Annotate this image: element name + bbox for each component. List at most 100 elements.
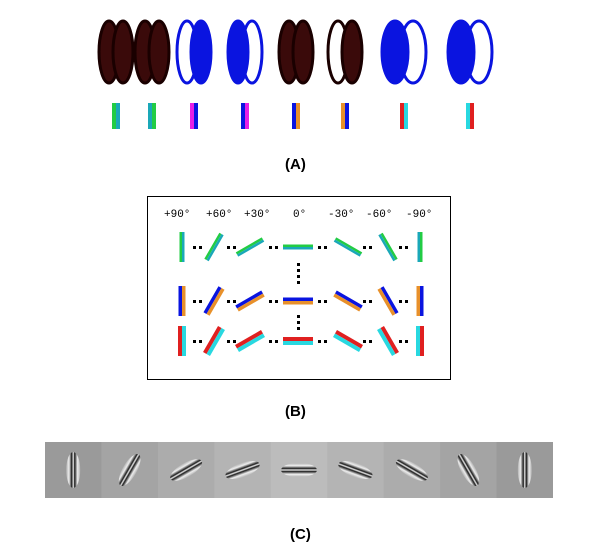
bar-half <box>203 286 222 314</box>
bar-half <box>182 232 185 262</box>
oriented-bar-r3-c5 <box>333 330 363 352</box>
dot <box>269 300 272 303</box>
bar-2-a <box>148 103 152 129</box>
bar-half <box>178 286 182 316</box>
panel-a-ellipse-pairs <box>97 19 494 129</box>
dot <box>227 340 230 343</box>
dot <box>405 340 408 343</box>
bar-5-a <box>292 103 296 129</box>
oriented-bar-r1-c3 <box>235 237 265 257</box>
gabor-patch-6 <box>338 460 373 480</box>
oriented-bar-r2-c4 <box>283 297 313 305</box>
ellipse-3-right <box>189 19 213 85</box>
bar-half <box>377 328 396 356</box>
gabor-ellipse <box>118 454 141 486</box>
oriented-bar-r2-c1 <box>178 286 186 316</box>
bar-half <box>416 286 420 316</box>
angle-label: 0° <box>293 209 307 221</box>
oriented-bar-r1-c2 <box>204 232 224 262</box>
bar-half <box>178 326 182 356</box>
bar-6-a <box>341 103 345 129</box>
dot <box>369 340 372 343</box>
gabor-ellipse <box>457 454 480 486</box>
bar-4-b <box>245 103 249 129</box>
dot <box>269 246 272 249</box>
bar-8-a <box>466 103 470 129</box>
ellipse-6-right <box>340 19 364 85</box>
bar-half <box>182 326 186 356</box>
angle-label: +90° <box>164 209 191 221</box>
dot <box>199 300 202 303</box>
bar-half <box>420 232 423 262</box>
bar-5-b <box>296 103 300 129</box>
gabor-patch-4 <box>225 460 260 480</box>
bar-half <box>420 286 424 316</box>
gabor-ellipse <box>281 463 317 477</box>
oriented-bar-r1-c6 <box>378 232 398 262</box>
bar-half <box>335 330 363 349</box>
gabor-ellipse <box>338 460 373 480</box>
bar-half <box>235 237 263 255</box>
dot <box>318 340 321 343</box>
dot <box>193 300 196 303</box>
gabor-patch-2 <box>118 454 141 486</box>
oriented-bar-r3-c1 <box>178 326 186 356</box>
vertical-dot <box>297 275 300 278</box>
oriented-bar-r2-c5 <box>333 290 363 312</box>
oriented-bar-r1-c5 <box>333 237 363 257</box>
bar-7-a <box>400 103 404 129</box>
bar-half <box>179 232 182 262</box>
ellipse-8-right <box>464 19 494 85</box>
vertical-dot <box>297 263 300 266</box>
oriented-bar-r2-c2 <box>203 286 225 316</box>
bar-half <box>283 337 313 341</box>
gabor-ellipse <box>395 459 428 481</box>
dot <box>275 300 278 303</box>
gabor-patch-5 <box>281 463 317 477</box>
vertical-dot <box>297 327 300 330</box>
bar-half <box>203 326 222 354</box>
dot <box>227 300 230 303</box>
bar-half <box>283 247 313 250</box>
dot <box>405 246 408 249</box>
panel-b-orientation-grid <box>178 232 424 356</box>
panel-c-gabor-strip <box>45 442 553 498</box>
bar-half <box>283 341 313 345</box>
bar-2-b <box>152 103 156 129</box>
dot <box>324 246 327 249</box>
gabor-ellipse <box>66 452 81 488</box>
dot <box>324 340 327 343</box>
bar-half <box>420 326 424 356</box>
panel-b-label: (B) <box>285 403 306 420</box>
bar-3-a <box>190 103 194 129</box>
oriented-bar-r3-c6 <box>377 326 399 356</box>
bar-half <box>417 232 420 262</box>
dot <box>193 340 196 343</box>
dot <box>233 300 236 303</box>
bar-half <box>380 232 398 260</box>
panel-a-label: (A) <box>285 156 306 173</box>
bar-7-b <box>404 103 408 129</box>
dot <box>269 340 272 343</box>
oriented-bar-r3-c7 <box>416 326 424 356</box>
bar-half <box>237 239 265 257</box>
oriented-bar-r2-c3 <box>235 290 265 312</box>
angle-label: +60° <box>206 209 233 221</box>
bar-1-b <box>116 103 120 129</box>
bar-half <box>204 232 222 260</box>
dot <box>399 300 402 303</box>
dot <box>275 246 278 249</box>
dot <box>363 340 366 343</box>
panel-b-frame: +90°+60°+30°0°-30°-60°-90° <box>147 196 451 380</box>
vertical-dot <box>297 281 300 284</box>
ellipse-5-right <box>291 19 315 85</box>
bar-half <box>377 288 396 316</box>
bar-8-b <box>470 103 474 129</box>
gabor-ellipse <box>225 460 260 480</box>
oriented-bar-r2-c6 <box>377 286 399 316</box>
dot <box>363 300 366 303</box>
angle-label: -30° <box>328 209 355 221</box>
bar-half <box>283 301 313 305</box>
bar-half <box>378 234 396 262</box>
bar-half <box>283 297 313 301</box>
